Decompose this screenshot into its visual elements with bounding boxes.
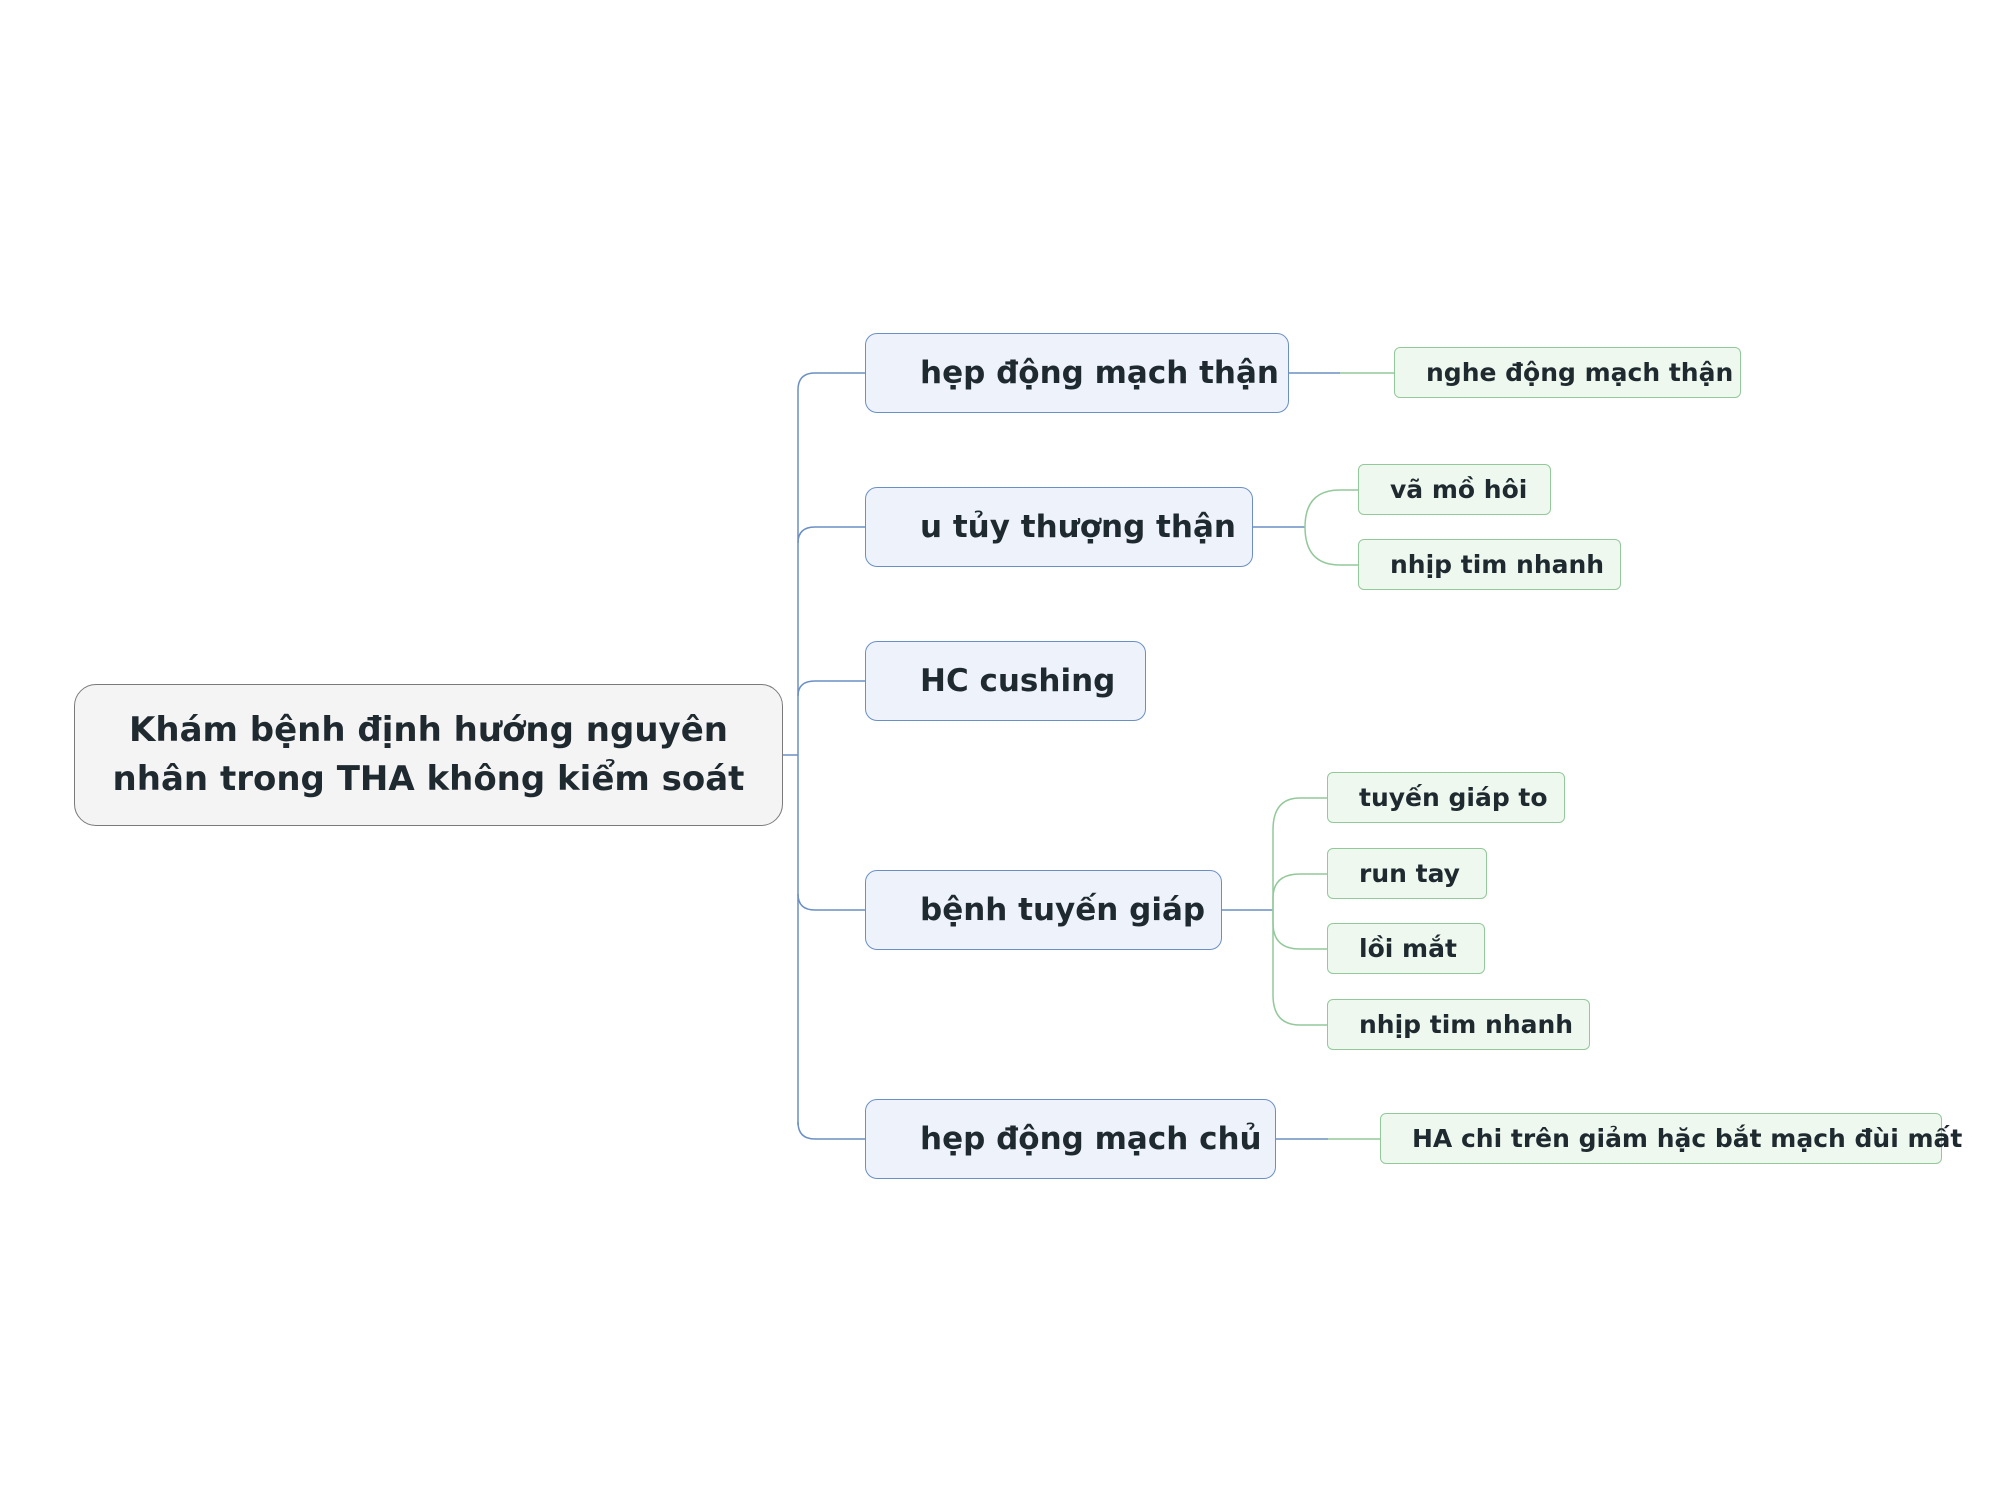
connector-branch-3 bbox=[797, 680, 865, 697]
connector-leaf-2-2 bbox=[1304, 526, 1358, 566]
leaf-nhip-tim-nhanh-2[interactable]: nhịp tim nhanh bbox=[1327, 999, 1590, 1050]
leaf-va-mo-hoi[interactable]: vã mồ hôi bbox=[1358, 464, 1551, 515]
connector-leaf-4-3 bbox=[1272, 910, 1327, 950]
branch-u-tuy-thuong-than[interactable]: u tủy thượng thận bbox=[865, 487, 1253, 567]
branch-benh-tuyen-giap[interactable]: bệnh tuyến giáp bbox=[865, 870, 1222, 950]
connector-branch-4 bbox=[797, 893, 865, 911]
connector-leaf-4-4 bbox=[1272, 910, 1327, 1026]
leaf-ha-chi-tren[interactable]: HA chi trên giảm hặc bắt mạch đùi mất bbox=[1380, 1113, 1962, 1164]
connector-leaf-4-2 bbox=[1272, 873, 1327, 910]
leaf-nghe-dong-mach-than[interactable]: nghe động mạch thận bbox=[1394, 347, 1741, 398]
root-topic[interactable]: Khám bệnh định hướng nguyên nhân trong T… bbox=[74, 684, 783, 826]
connector-branch-1 bbox=[797, 372, 865, 391]
connector-branch-5 bbox=[797, 1121, 865, 1140]
connector-leaf-2-1 bbox=[1304, 489, 1358, 528]
branch-hep-dong-mach-chu[interactable]: hẹp động mạch chủ bbox=[865, 1099, 1276, 1179]
leaf-tuyen-giap-to[interactable]: tuyến giáp to bbox=[1327, 772, 1565, 823]
leaf-loi-mat[interactable]: lồi mắt bbox=[1327, 923, 1485, 974]
leaf-run-tay[interactable]: run tay bbox=[1327, 848, 1487, 899]
branch-hc-cushing[interactable]: HC cushing bbox=[865, 641, 1146, 721]
connector-branch-2 bbox=[797, 526, 865, 544]
branch-hep-dong-mach-than[interactable]: hẹp động mạch thận bbox=[865, 333, 1289, 413]
connector-leaf-4-1 bbox=[1272, 797, 1327, 910]
leaf-nhip-tim-nhanh-1[interactable]: nhịp tim nhanh bbox=[1358, 539, 1621, 590]
